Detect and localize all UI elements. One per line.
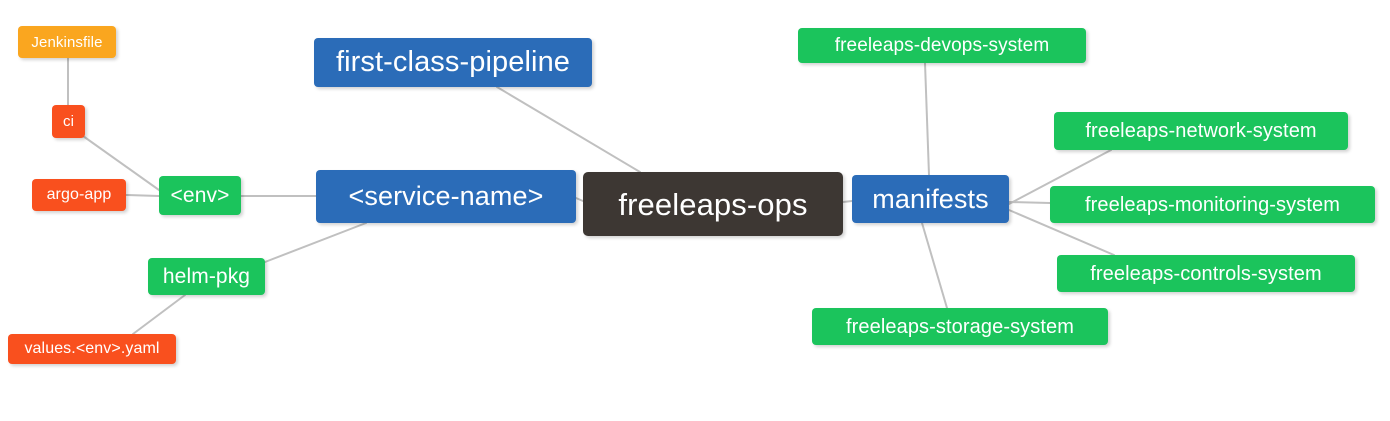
mindmap-node-freeleaps-monitoring-system[interactable]: freeleaps-monitoring-system — [1050, 186, 1375, 223]
mindmap-node-freeleaps-storage-system[interactable]: freeleaps-storage-system — [812, 308, 1108, 345]
mindmap-node-argo-app[interactable]: argo-app — [32, 179, 126, 211]
mindmap-edge-freeleaps-ops-to-manifests — [842, 200, 853, 203]
mindmap-node-helm-pkg[interactable]: helm-pkg — [148, 258, 265, 295]
mindmap-edge-argo-app-to-env — [125, 194, 160, 197]
mindmap-edge-first-class-pipeline-to-freeleaps-ops — [496, 86, 641, 173]
mindmap-node-env[interactable]: <env> — [159, 176, 241, 215]
mindmap-edge-manifests-to-freeleaps-storage-system — [921, 222, 948, 309]
mindmap-node-jenkinsfile[interactable]: Jenkinsfile — [18, 26, 116, 58]
mindmap-node-freeleaps-ops[interactable]: freeleaps-ops — [583, 172, 843, 236]
mindmap-edge-manifests-to-freeleaps-devops-system — [924, 62, 930, 176]
mindmap-node-manifests[interactable]: manifests — [852, 175, 1009, 223]
mindmap-edge-manifests-to-freeleaps-monitoring-system — [1008, 201, 1051, 204]
mindmap-edge-helm-pkg-to-values-env-yaml — [132, 294, 186, 335]
mindmap-edge-service-name-to-freeleaps-ops — [575, 197, 584, 202]
mindmap-node-freeleaps-network-system[interactable]: freeleaps-network-system — [1054, 112, 1348, 150]
mindmap-edge-service-name-to-helm-pkg — [264, 222, 367, 263]
mindmap-node-freeleaps-devops-system[interactable]: freeleaps-devops-system — [798, 28, 1086, 63]
mindmap-node-ci[interactable]: ci — [52, 105, 85, 138]
mindmap-node-freeleaps-controls-system[interactable]: freeleaps-controls-system — [1057, 255, 1355, 292]
mindmap-node-values-env-yaml[interactable]: values.<env>.yaml — [8, 334, 176, 364]
mindmap-node-service-name[interactable]: <service-name> — [316, 170, 576, 223]
mindmap-node-first-class-pipeline[interactable]: first-class-pipeline — [314, 38, 592, 87]
